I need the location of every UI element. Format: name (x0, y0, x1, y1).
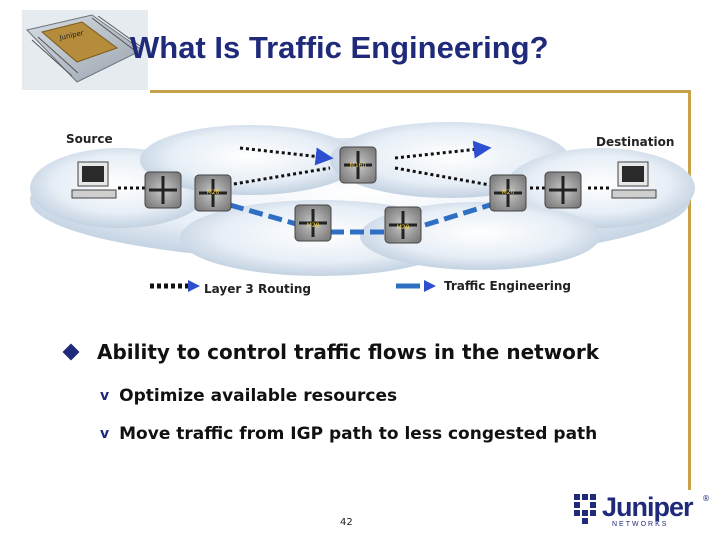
main-bullet-text: Ability to control traffic flows in the … (97, 340, 600, 364)
sub-bullet-text: Optimize available resources (119, 386, 398, 406)
source-label: Source (66, 132, 113, 146)
router-icon (144, 171, 182, 209)
sub-bullet-text: Move traffic from IGP path to less conge… (119, 424, 598, 444)
router-icon: M160 (339, 146, 377, 184)
v-bullet-icon: v (100, 426, 110, 442)
chip-image: Juniper (22, 10, 148, 90)
router-icon (544, 171, 582, 209)
title-rule (150, 90, 690, 93)
page-number: 42 (340, 517, 353, 528)
router-label: M20 (397, 224, 410, 231)
logo-registered-mark: ® (702, 494, 710, 503)
router-label: M20 (502, 189, 515, 196)
router-label: M160 (350, 162, 367, 169)
te-path (229, 202, 491, 235)
router-label: M20 (207, 189, 220, 196)
logo-text: Juniper (602, 492, 694, 522)
v-bullet-icon: v (100, 388, 110, 404)
destination-computer-icon (611, 161, 657, 199)
legend-te-label: Traffic Engineering (444, 279, 571, 293)
sub-bullet: v Move traffic from IGP path to less con… (100, 424, 597, 444)
sub-bullet: v Optimize available resources (100, 386, 397, 406)
router-icon: M20 (384, 206, 422, 244)
side-rule (688, 90, 691, 490)
router-label: M20 (307, 222, 320, 229)
destination-label: Destination (596, 135, 675, 149)
juniper-logo-icon (574, 494, 596, 524)
router-icon: M20 (194, 174, 232, 212)
source-computer-icon (71, 161, 117, 199)
legend (150, 280, 436, 292)
main-bullet: Ability to control traffic flows in the … (62, 340, 600, 364)
diamond-bullet-icon (62, 343, 80, 361)
slide-title: What Is Traffic Engineering? (130, 30, 549, 65)
legend-layer3-label: Layer 3 Routing (204, 282, 311, 296)
router-icon: M20 (489, 174, 527, 212)
logo-subtext: NETWORKS (612, 521, 669, 528)
router-icon: M20 (294, 204, 332, 242)
